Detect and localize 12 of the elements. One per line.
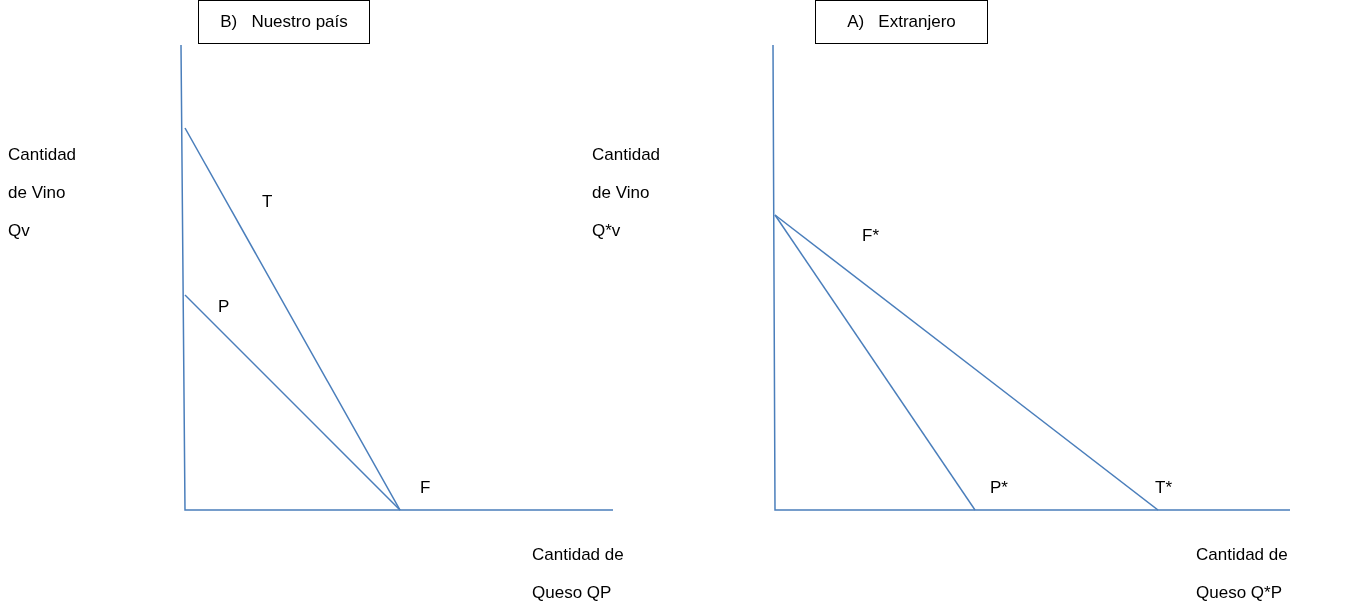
title-box: B) Nuestro país: [198, 0, 370, 44]
line-label: P*: [990, 477, 1008, 499]
axis-label: Cantidad de Vino Q*v: [592, 144, 662, 242]
line-label: F: [420, 477, 431, 499]
line-label: T*: [1155, 477, 1172, 499]
axis-label: Cantidad de Vino Qv: [8, 144, 78, 242]
line-label: P: [218, 296, 230, 318]
title-box: A) Extranjero: [815, 0, 988, 44]
axis-label: Cantidad de Queso Q*P: [1196, 544, 1289, 604]
axis-label: Cantidad de Queso QP: [532, 544, 625, 604]
line-label: T: [262, 191, 273, 213]
line-label: F*: [862, 225, 879, 247]
